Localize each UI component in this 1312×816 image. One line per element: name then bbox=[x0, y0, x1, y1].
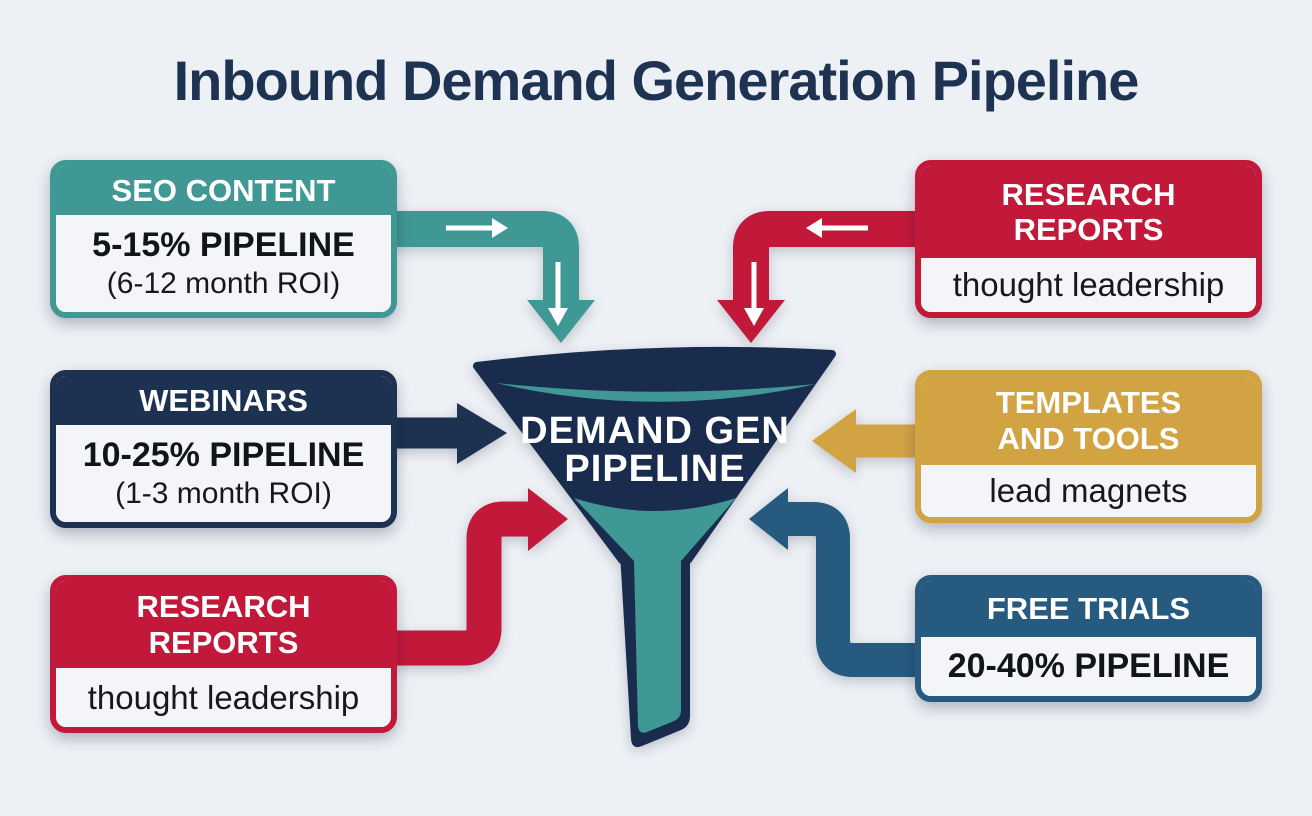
box-header-line: REPORTS bbox=[1013, 212, 1164, 247]
box-header-line: RESEARCH bbox=[136, 589, 311, 625]
free-trials-body: 20-40% PIPELINE bbox=[921, 637, 1256, 696]
seo-content-body: 5-15% PIPELINE (6-12 month ROI) bbox=[56, 215, 391, 312]
box-header-line: AND TOOLS bbox=[997, 420, 1180, 456]
free-trials-header: FREE TRIALS bbox=[921, 581, 1256, 637]
seo-content-metric: 5-15% PIPELINE bbox=[92, 226, 355, 265]
research-reports-right-body: thought leadership bbox=[921, 258, 1256, 312]
funnel-label-line2: PIPELINE bbox=[564, 448, 745, 490]
free-trials-metric: 20-40% PIPELINE bbox=[947, 647, 1230, 686]
research-reports-left-box: RESEARCH REPORTS thought leadership bbox=[50, 575, 397, 733]
webinars-metric: 10-25% PIPELINE bbox=[82, 436, 365, 475]
free-trials-box: FREE TRIALS 20-40% PIPELINE bbox=[915, 575, 1262, 702]
templates-and-tools-note: lead magnets bbox=[989, 472, 1188, 510]
box-header-line: RESEARCH bbox=[1001, 176, 1176, 212]
research-reports-left-body: thought leadership bbox=[56, 668, 391, 727]
templates-and-tools-box: TEMPLATES AND TOOLS lead magnets bbox=[915, 370, 1262, 523]
page-title: Inbound Demand Generation Pipeline bbox=[173, 49, 1140, 112]
box-header-line: TEMPLATES bbox=[995, 385, 1182, 421]
arrow-webinars-to-funnel-icon bbox=[390, 403, 507, 464]
funnel-icon: DEMAND GEN PIPELINE bbox=[473, 346, 836, 748]
funnel-label-line1: DEMAND GEN bbox=[520, 410, 790, 452]
seo-content-header: SEO CONTENT bbox=[56, 166, 391, 215]
webinars-box: WEBINARS 10-25% PIPELINE (1-3 month ROI) bbox=[50, 370, 397, 528]
research-reports-right-note: thought leadership bbox=[952, 266, 1225, 304]
arrow-seo-to-funnel-icon bbox=[388, 211, 595, 343]
box-header-line: WEBINARS bbox=[139, 382, 308, 418]
arrow-research-right-to-funnel-icon bbox=[717, 211, 924, 343]
box-header-line: REPORTS bbox=[148, 624, 299, 660]
arrow-research-left-to-funnel-icon bbox=[388, 488, 568, 666]
research-reports-left-header: RESEARCH REPORTS bbox=[56, 581, 391, 668]
research-reports-right-box: RESEARCH REPORTS thought leadership bbox=[915, 160, 1262, 318]
arrow-templates-to-funnel-icon bbox=[812, 409, 922, 473]
research-reports-left-note: thought leadership bbox=[87, 678, 360, 716]
webinars-body: 10-25% PIPELINE (1-3 month ROI) bbox=[56, 425, 391, 522]
box-header-line: SEO CONTENT bbox=[111, 172, 336, 208]
webinars-note: (1-3 month ROI) bbox=[115, 476, 332, 510]
templates-and-tools-body: lead magnets bbox=[921, 465, 1256, 517]
templates-and-tools-header: TEMPLATES AND TOOLS bbox=[921, 376, 1256, 465]
webinars-header: WEBINARS bbox=[56, 376, 391, 425]
seo-content-note: (6-12 month ROI) bbox=[106, 266, 341, 300]
arrow-free-trials-to-funnel-icon bbox=[749, 488, 924, 677]
box-header-line: FREE TRIALS bbox=[986, 591, 1191, 627]
research-reports-right-header: RESEARCH REPORTS bbox=[921, 166, 1256, 258]
seo-content-box: SEO CONTENT 5-15% PIPELINE (6-12 month R… bbox=[50, 160, 397, 318]
